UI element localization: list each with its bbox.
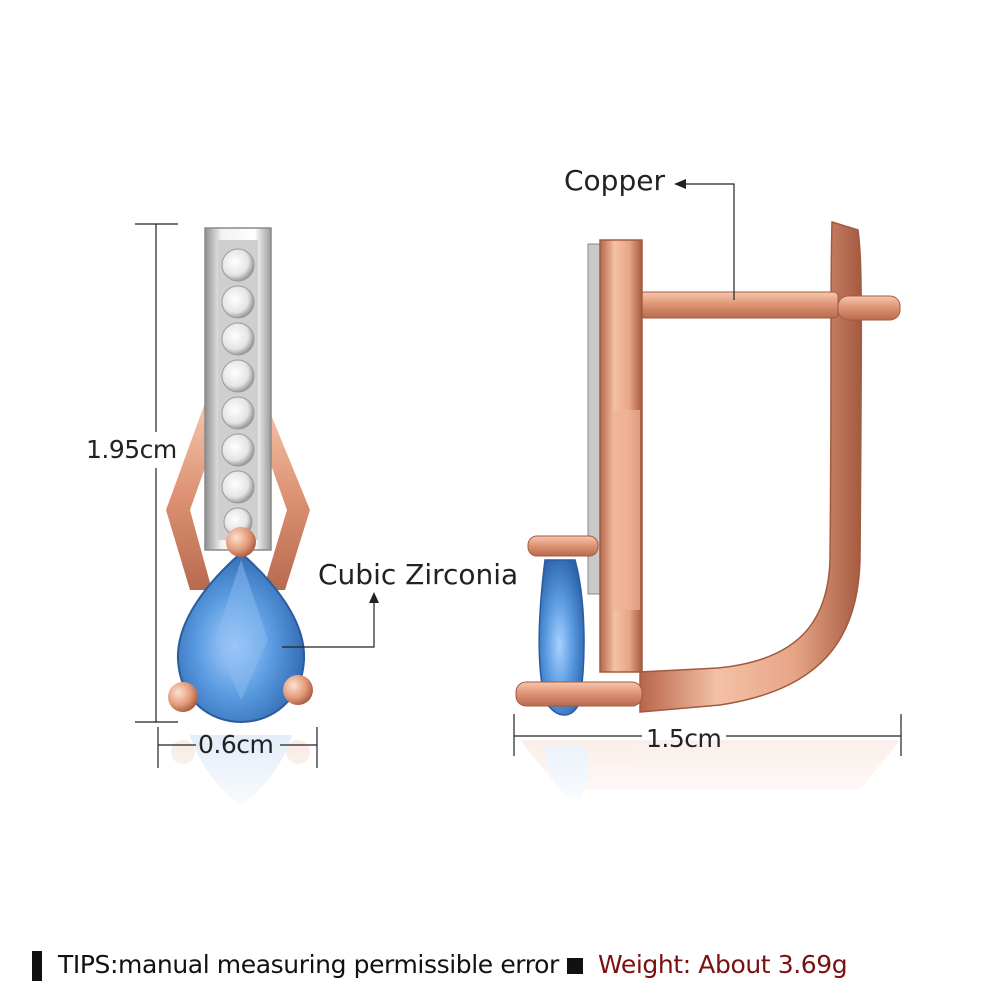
side-dimension-lines (513, 183, 902, 756)
weight-text: Weight: About 3.69g (598, 950, 848, 979)
front-pave-stones (221, 248, 255, 537)
stone-callout-label: Cubic Zirconia (318, 558, 519, 591)
weight-marker (567, 958, 583, 974)
side-earring (510, 220, 910, 820)
front-dimension-lines (135, 223, 375, 768)
height-dimension-label: 1.95cm (86, 435, 177, 464)
front-width-dimension-label: 0.6cm (198, 730, 274, 759)
tips-marker (32, 951, 42, 981)
tips-text: TIPS:manual measuring permissible error (58, 950, 559, 979)
copper-callout-label: Copper (564, 164, 665, 197)
side-blue-stone (538, 559, 585, 716)
side-width-dimension-label: 1.5cm (646, 724, 722, 753)
front-earring (160, 227, 320, 825)
